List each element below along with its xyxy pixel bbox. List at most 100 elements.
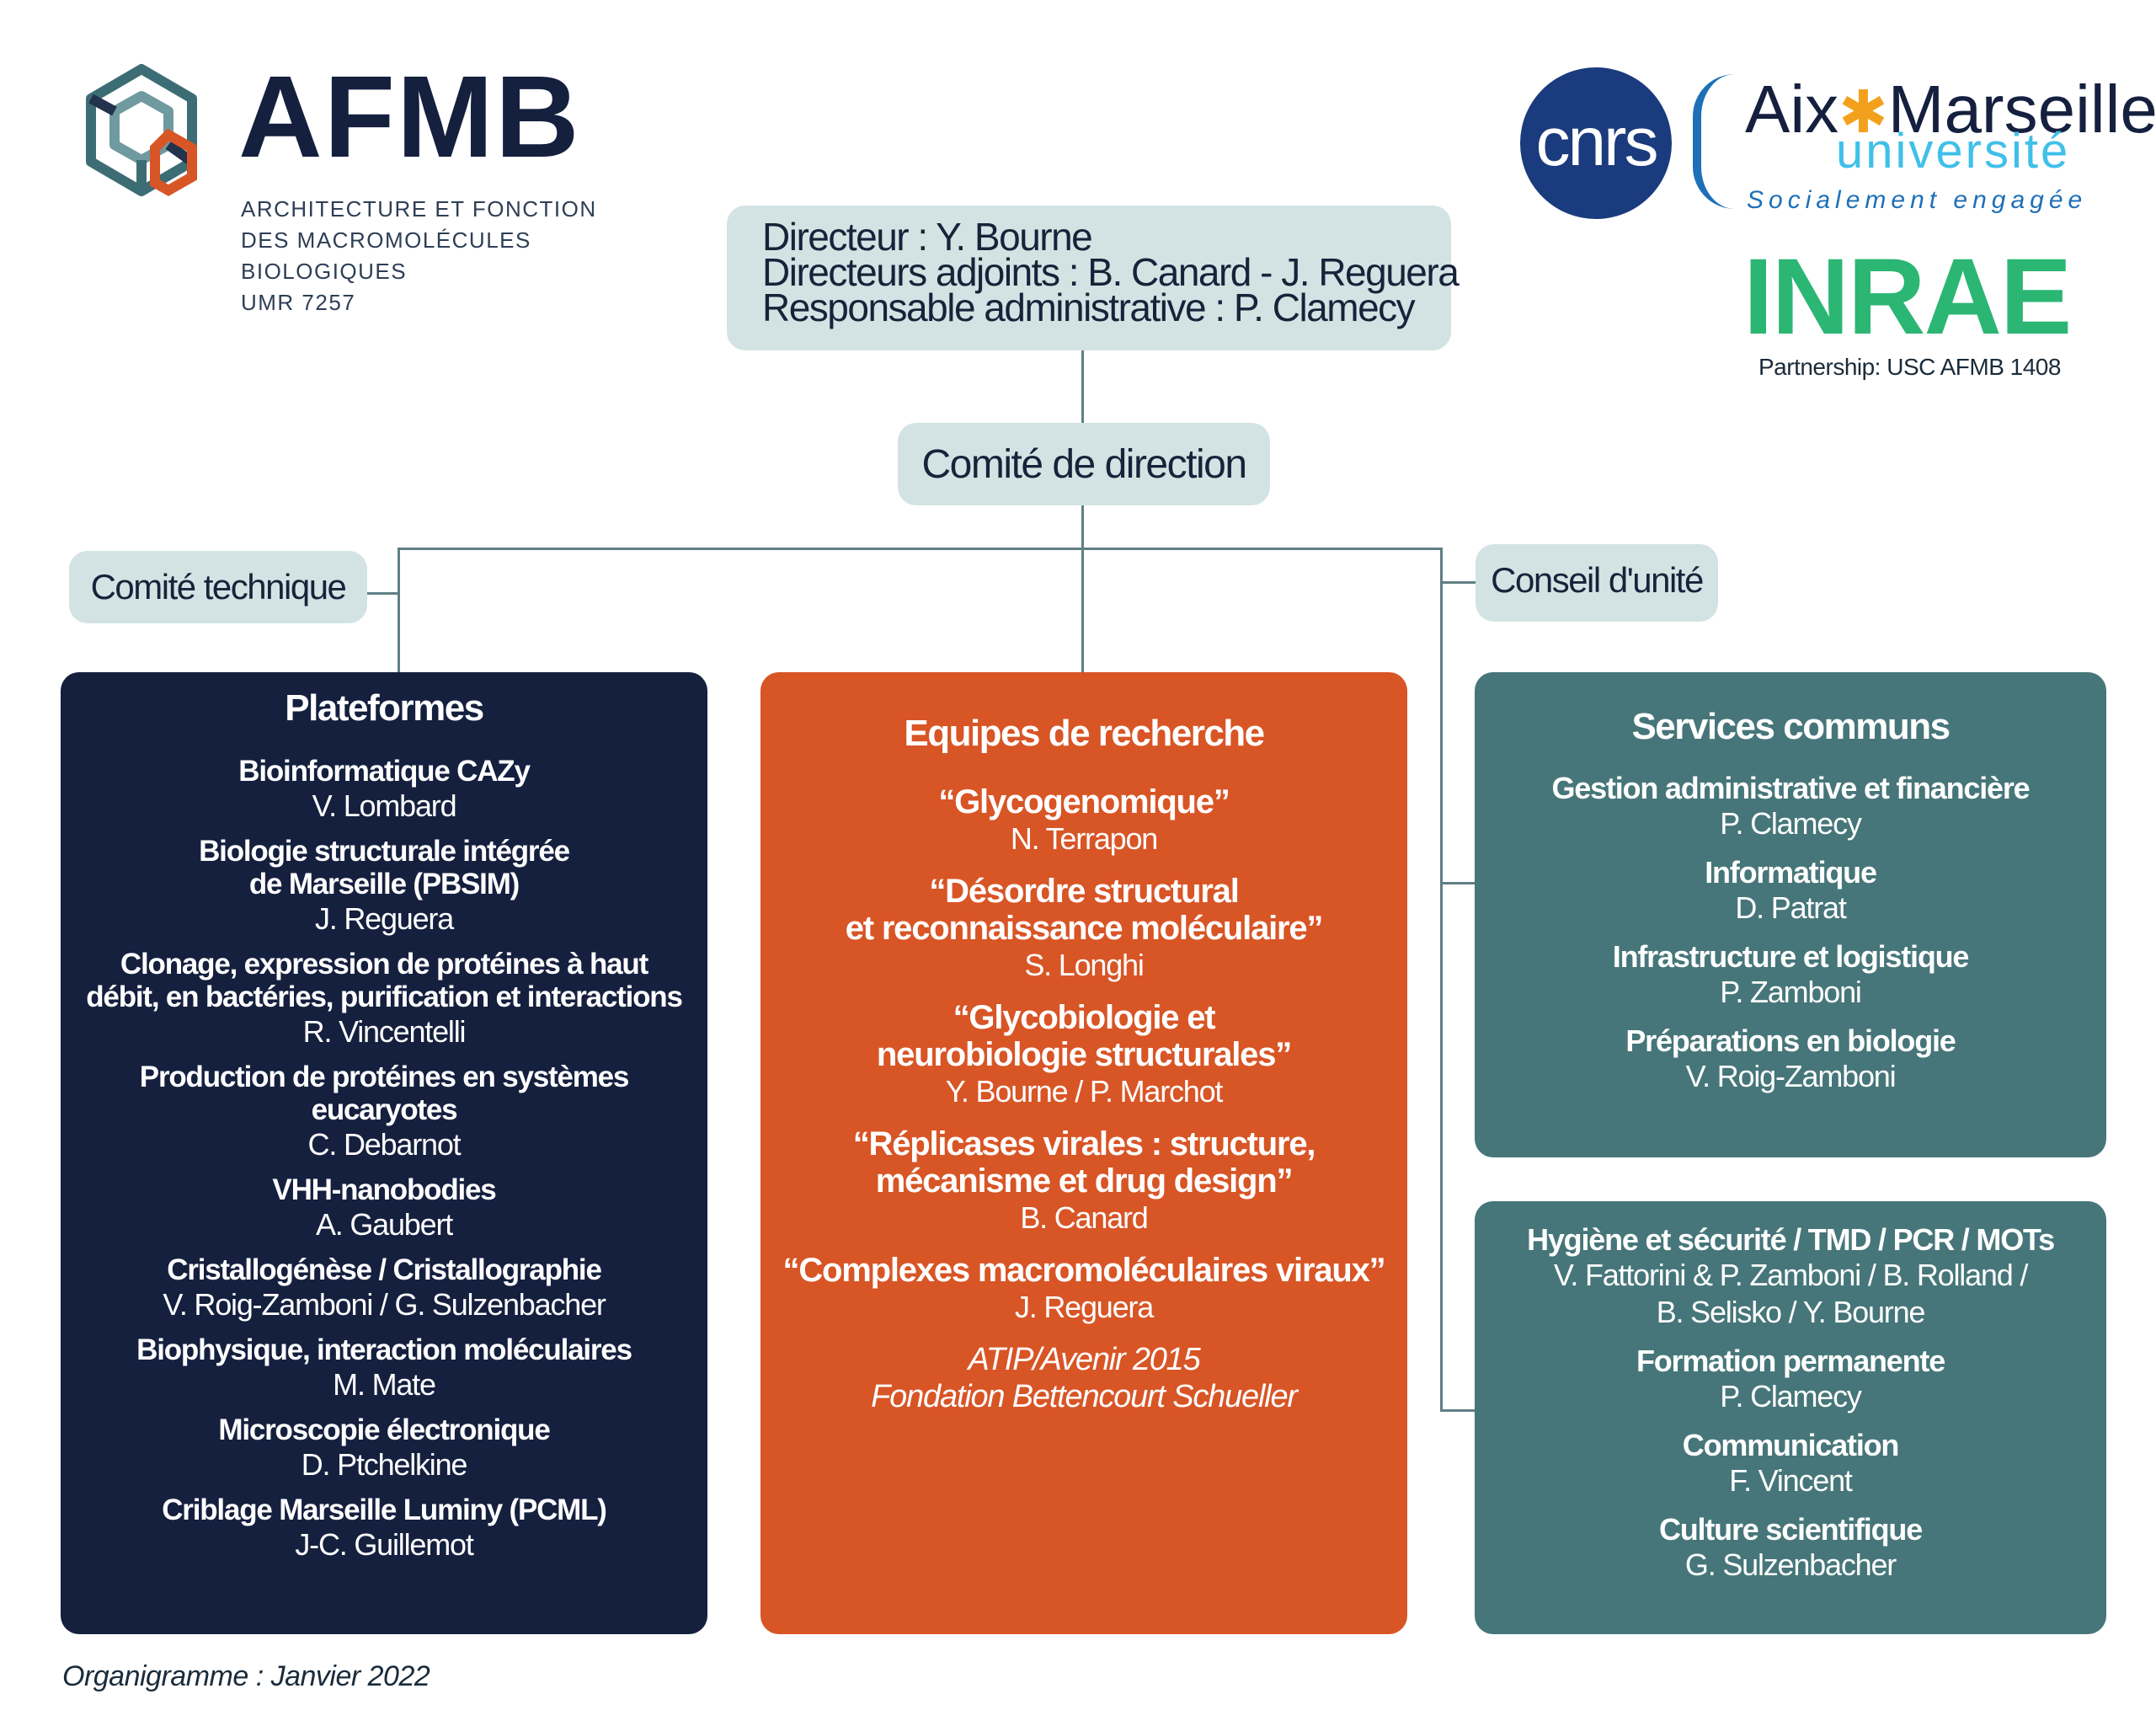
connector-line bbox=[398, 548, 1442, 550]
item-person: D. Patrat bbox=[1735, 890, 1846, 925]
amu-name-left: Aix bbox=[1745, 72, 1839, 147]
connector-line bbox=[1081, 347, 1084, 423]
item-person: B. Canard bbox=[1020, 1200, 1148, 1235]
services-title: Services communs bbox=[1631, 706, 1951, 747]
list-item: “Désordre structural et reconnaissance m… bbox=[760, 873, 1407, 984]
item-title: Criblage Marseille Luminy (PCML) bbox=[162, 1494, 607, 1526]
amu-logo: Aix✱Marseille université Socialement eng… bbox=[1684, 67, 2156, 227]
item-person: P. Zamboni bbox=[1720, 975, 1862, 1009]
cnrs-logo: cnrs bbox=[1520, 67, 1672, 219]
item-title: “Réplicases virales : structure, mécanis… bbox=[852, 1125, 1316, 1200]
item-title: Infrastructure et logistique bbox=[1612, 939, 1970, 974]
afmb-name: AFMB bbox=[238, 52, 581, 182]
comite-direction-label: Comité de direction bbox=[921, 442, 1247, 487]
item-title: “Glycogenomique” bbox=[938, 783, 1230, 820]
connector-line bbox=[1081, 505, 1084, 674]
amu-tagline: Socialement engagée bbox=[1747, 186, 2088, 214]
item-person: N. Terrapon bbox=[1010, 821, 1158, 856]
list-item: Criblage Marseille Luminy (PCML)J-C. Gui… bbox=[61, 1494, 707, 1563]
comite-technique-box: Comité technique bbox=[69, 551, 367, 623]
equipes-panel: Equipes de recherche “Glycogenomique”N. … bbox=[760, 672, 1407, 1634]
item-title: “Désordre structural et reconnaissance m… bbox=[845, 873, 1324, 947]
direction-box: Directeur : Y. Bourne Directeurs adjoint… bbox=[727, 206, 1460, 350]
item-title: Préparations en biologie bbox=[1625, 1023, 1956, 1058]
connector-line bbox=[398, 548, 400, 674]
item-person: J. Reguera bbox=[314, 901, 454, 936]
item-title: Biologie structurale intégrée de Marseil… bbox=[199, 835, 570, 900]
direction-lines: Directeur : Y. Bourne Directeurs adjoint… bbox=[762, 215, 1460, 329]
connector-line bbox=[1440, 548, 1443, 1412]
item-person: V. Fattorini & P. Zamboni / B. Rolland /… bbox=[1553, 1258, 2029, 1329]
item-title: Culture scientifique bbox=[1658, 1512, 1923, 1547]
list-item: “Complexes macromoléculaires viraux”J. R… bbox=[760, 1252, 1407, 1326]
afmb-hexagon-icon bbox=[86, 64, 197, 196]
afmb-subtitle-line: BIOLOGIQUES bbox=[241, 259, 408, 284]
conseil-unite-box: Conseil d'unité bbox=[1476, 544, 1718, 622]
item-person: P. Clamecy bbox=[1720, 806, 1862, 841]
equipes-title: Equipes de recherche bbox=[904, 713, 1265, 754]
equipes-list: “Glycogenomique”N. Terrapon “Désordre str… bbox=[760, 783, 1407, 1326]
direction-line: Directeurs adjoints : B. Canard - J. Reg… bbox=[762, 250, 1460, 294]
item-person: F. Vincent bbox=[1729, 1463, 1853, 1498]
connector-line bbox=[1440, 581, 1477, 584]
item-title: Formation permanente bbox=[1636, 1344, 1945, 1378]
item-person: P. Clamecy bbox=[1720, 1379, 1862, 1413]
item-person: V. Lombard bbox=[312, 788, 457, 823]
connector-line bbox=[1440, 882, 1477, 884]
cnrs-name: cnrs bbox=[1535, 104, 1659, 180]
direction-line: Directeur : Y. Bourne bbox=[762, 215, 1093, 259]
list-item: Clonage, expression de protéines à haut … bbox=[61, 948, 707, 1050]
connector-line bbox=[367, 592, 399, 595]
comite-direction-box: Comité de direction bbox=[898, 423, 1270, 505]
item-title: “Glycobiologie et neurobiologie structur… bbox=[876, 999, 1292, 1073]
afmb-subtitle: ARCHITECTURE ET FONCTION DES MACROMOLÉCU… bbox=[241, 194, 597, 318]
item-title: Cristallogénèse / Cristallographie bbox=[167, 1253, 602, 1286]
services-panel: Services communs Gestion administrative … bbox=[1475, 672, 2106, 1157]
item-title: Biophysique, interaction moléculaires bbox=[136, 1333, 632, 1366]
amu-sub: université bbox=[1836, 124, 2071, 179]
item-title: VHH-nanobodies bbox=[272, 1173, 496, 1206]
afmb-subtitle-line: UMR 7257 bbox=[241, 290, 356, 315]
conseil-unite-label: Conseil d'unité bbox=[1491, 560, 1704, 600]
item-title: Microscopie électronique bbox=[218, 1413, 550, 1446]
list-item: “Glycogenomique”N. Terrapon bbox=[760, 783, 1407, 858]
amu-name-right: Marseille bbox=[1887, 72, 2156, 147]
item-person: M. Mate bbox=[333, 1367, 436, 1402]
item-title: “Complexes macromoléculaires viraux” bbox=[782, 1252, 1386, 1289]
item-title: Bioinformatique CAZy bbox=[238, 755, 531, 788]
comite-technique-label: Comité technique bbox=[90, 567, 347, 607]
item-person: J-C. Guillemot bbox=[295, 1527, 473, 1562]
list-item: “Glycobiologie et neurobiologie structur… bbox=[760, 999, 1407, 1110]
item-title: Informatique bbox=[1705, 855, 1877, 890]
direction-line: Responsable administrative : P. Clamecy bbox=[762, 286, 1416, 329]
item-title: Gestion administrative et financière bbox=[1551, 771, 2031, 805]
afmb-logo: AFMB ARCHITECTURE ET FONCTION DES MACROM… bbox=[74, 54, 664, 330]
afmb-subtitle-line: ARCHITECTURE ET FONCTION bbox=[241, 196, 597, 222]
afmb-subtitle-line: DES MACROMOLÉCULES bbox=[241, 227, 531, 253]
list-item: Biologie structurale intégrée de Marseil… bbox=[61, 835, 707, 938]
item-person: D. Ptchelkine bbox=[301, 1447, 468, 1482]
equipes-note: ATIP/Avenir 2015 bbox=[968, 1342, 1200, 1377]
item-person: V. Roig-Zamboni / G. Sulzenbacher bbox=[163, 1287, 606, 1322]
list-item: “Réplicases virales : structure, mécanis… bbox=[760, 1125, 1407, 1237]
connector-line bbox=[1440, 1409, 1477, 1412]
amu-bracket-icon bbox=[1693, 74, 1735, 209]
item-person: A. Gaubert bbox=[315, 1207, 453, 1242]
item-title: Hygiène et sécurité / TMD / PCR / MOTs bbox=[1527, 1222, 2055, 1257]
amu-name: Aix✱Marseille bbox=[1745, 74, 2156, 147]
